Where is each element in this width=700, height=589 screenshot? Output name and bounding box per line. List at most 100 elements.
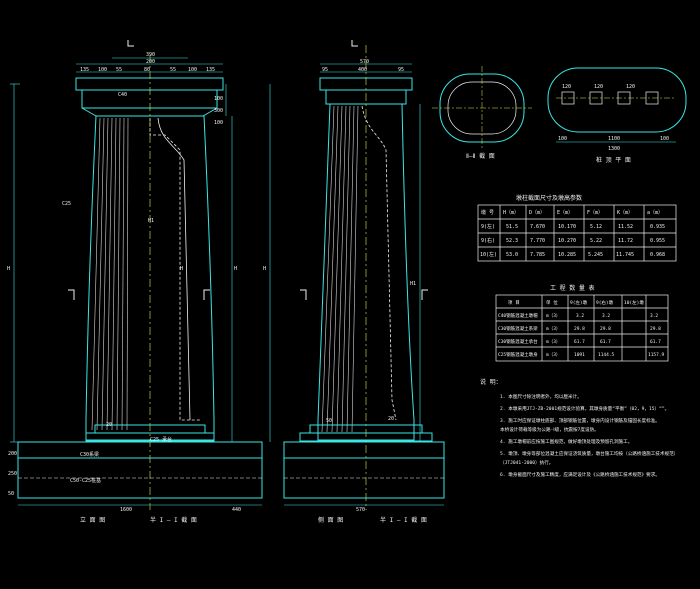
plan-dim-2: 100 xyxy=(660,136,669,142)
footing-h2: 50 xyxy=(8,491,14,497)
side-view-title: 侧 面 图 xyxy=(318,516,343,524)
note-6: （JTJ041-2000）执行。 xyxy=(500,459,553,466)
footing-h0: 200 xyxy=(8,451,17,457)
table1-title: 墩柱截面尺寸及墩高参数 xyxy=(516,194,582,202)
front-base-step2 xyxy=(85,432,215,442)
t1-r1-c1: 52.3 xyxy=(506,238,518,244)
front-cap-body xyxy=(81,89,218,109)
front-20-label: 20 xyxy=(106,422,112,428)
t2-h3: 9(右)墩 xyxy=(596,299,614,306)
t1-h1: H（m） xyxy=(503,210,519,216)
side-footing-top xyxy=(283,441,445,459)
side-50-label: 50 xyxy=(326,418,332,424)
pile-plan-title: 桩 顶 平 面 xyxy=(596,156,631,164)
t1-h3: E（m） xyxy=(557,210,573,216)
side-seg-0: 95 xyxy=(322,67,328,73)
t1-r0-c6: 0.935 xyxy=(650,224,665,230)
t1-h5: K（m） xyxy=(617,210,633,216)
t1-r1-c6: 0.955 xyxy=(650,238,665,244)
table1 xyxy=(477,204,677,262)
t2-h1: 单 位 xyxy=(546,299,558,306)
plan-dim-1: 1100 xyxy=(608,136,620,142)
side-left-height: H xyxy=(263,266,266,272)
t2-r0-c0: C40钢筋混凝土墩帽 xyxy=(498,312,538,319)
front-c25-label: C25 xyxy=(62,201,71,207)
front-view-labels: 390 200 135 100 55 80 55 100 135 H H 100… xyxy=(7,52,241,524)
t2-r1-c3: 29.8 xyxy=(600,326,611,332)
t2-r1-c2: 29.8 xyxy=(574,326,585,332)
front-cap-h0: 100 xyxy=(214,96,223,102)
t1-r2-c1: 53.0 xyxy=(506,252,518,258)
footing-h1: 250 xyxy=(8,471,17,477)
t2-r2-c1: m（3） xyxy=(546,339,560,345)
table2 xyxy=(495,294,669,362)
note-7: 6. 墩身截面尺寸及施工精度，应满足设计及《公路桥涵施工技术规范》要求。 xyxy=(500,471,660,478)
t1-r0-c4: 5.12 xyxy=(590,224,602,230)
t2-r3-c2: 1091 xyxy=(574,352,585,358)
t2-r1-c1: m（3） xyxy=(546,326,560,332)
t1-r0-c5: 11.52 xyxy=(618,224,633,230)
side-view xyxy=(269,40,445,510)
plan-row-0: 120 xyxy=(562,84,571,90)
front-seg-1: 100 xyxy=(98,67,107,73)
front-bottom-right: 440 xyxy=(232,507,241,513)
plan-dim-0: 100 xyxy=(558,136,567,142)
t2-r0-c3: 3.2 xyxy=(602,313,610,319)
side-top-total: 570 xyxy=(360,59,369,65)
front-seg-0: 135 xyxy=(80,67,89,73)
note-5: 5. 墩顶、墩身等部位混凝土应保证浇筑质量，墩台施工均按（公路桥涵施工技术规范） xyxy=(500,450,678,457)
t2-r0-c2: 3.2 xyxy=(576,313,584,319)
t2-r2-c0: C30钢筋混凝土承台 xyxy=(498,338,538,345)
note-0: 1. 本图尺寸除注明者外，均以厘米计。 xyxy=(500,393,582,400)
front-bottom-total: 1600 xyxy=(120,507,132,513)
table2-cells: 项 目 单 位 9(左)墩 9(右)墩 10(左)墩 C40钢筋混凝土墩帽 m（… xyxy=(498,299,665,358)
front-cap-h2: 100 xyxy=(214,120,223,126)
t1-r0-c0: 9(左) xyxy=(481,223,495,230)
front-left-height: H xyxy=(7,266,10,272)
side-seg-2: 95 xyxy=(398,67,404,73)
t2-r0-c4: 3.2 xyxy=(650,313,658,319)
front-cap-h1: 300 xyxy=(214,108,223,114)
front-h-label: H xyxy=(180,266,183,272)
pile-plan-labels: 120 120 120 100 1100 100 1300 桩 顶 平 面 xyxy=(558,84,669,164)
section-11-title: Ⅱ—Ⅱ 截 面 xyxy=(466,152,495,160)
t2-h4: 10(左)墩 xyxy=(624,299,644,306)
table2-title: 工 程 数 量 表 xyxy=(550,284,594,292)
t1-r2-c6: 0.968 xyxy=(650,252,665,258)
t1-h2: D（m） xyxy=(529,210,545,216)
front-top-inner-dim: 200 xyxy=(146,59,155,65)
t2-r2-c3: 61.7 xyxy=(600,339,611,345)
t1-r0-c1: 51.5 xyxy=(506,224,518,230)
t1-h4: F（m） xyxy=(587,210,603,216)
plan-dim-total: 1300 xyxy=(608,146,620,152)
front-hollow-edge xyxy=(157,117,191,421)
front-cap-top xyxy=(75,77,224,91)
t1-r1-c4: 5.22 xyxy=(590,238,602,244)
side-20-label: 20 xyxy=(388,416,394,422)
side-view-labels: 570 95 400 95 H H1 20 50 570 侧 面 图 半 I —… xyxy=(263,59,427,524)
front-top-total-dim: 390 xyxy=(146,52,155,58)
front-seg-2: 55 xyxy=(116,67,122,73)
side-column-outline xyxy=(317,103,415,441)
side-hollow-line xyxy=(361,105,397,421)
side-column-hatch xyxy=(321,105,359,433)
notes-list: 1. 本图尺寸除注明者外，均以厘米计。 2. 本墩采用JTJ-ZB-2001规范… xyxy=(500,393,678,478)
front-seg-6: 135 xyxy=(206,67,215,73)
pile-plan-drawing xyxy=(547,67,687,143)
side-right-height: H1 xyxy=(410,281,416,287)
t1-r1-c3: 10.270 xyxy=(558,238,576,244)
t2-r1-c4: 29.8 xyxy=(650,326,661,332)
t2-h0: 项 目 xyxy=(508,300,520,306)
front-pile-label: C50-C25桩基 xyxy=(70,477,101,484)
front-right-height: H xyxy=(234,266,237,272)
front-column-hatch xyxy=(91,117,129,431)
note-2: 3. 施工时应保证墩柱底部、顶部钢筋位置，墩身内设计钢筋及锚固长度标准。 xyxy=(500,417,660,424)
front-seg-4: 55 xyxy=(170,67,176,73)
section-II-title: 半 I — I 截 面 xyxy=(380,516,427,524)
plan-row-2: 120 xyxy=(626,84,635,90)
t2-r0-c1: m（3） xyxy=(546,313,560,319)
t1-r2-c0: 10(左) xyxy=(480,251,497,258)
section-11-drawing xyxy=(432,66,532,150)
